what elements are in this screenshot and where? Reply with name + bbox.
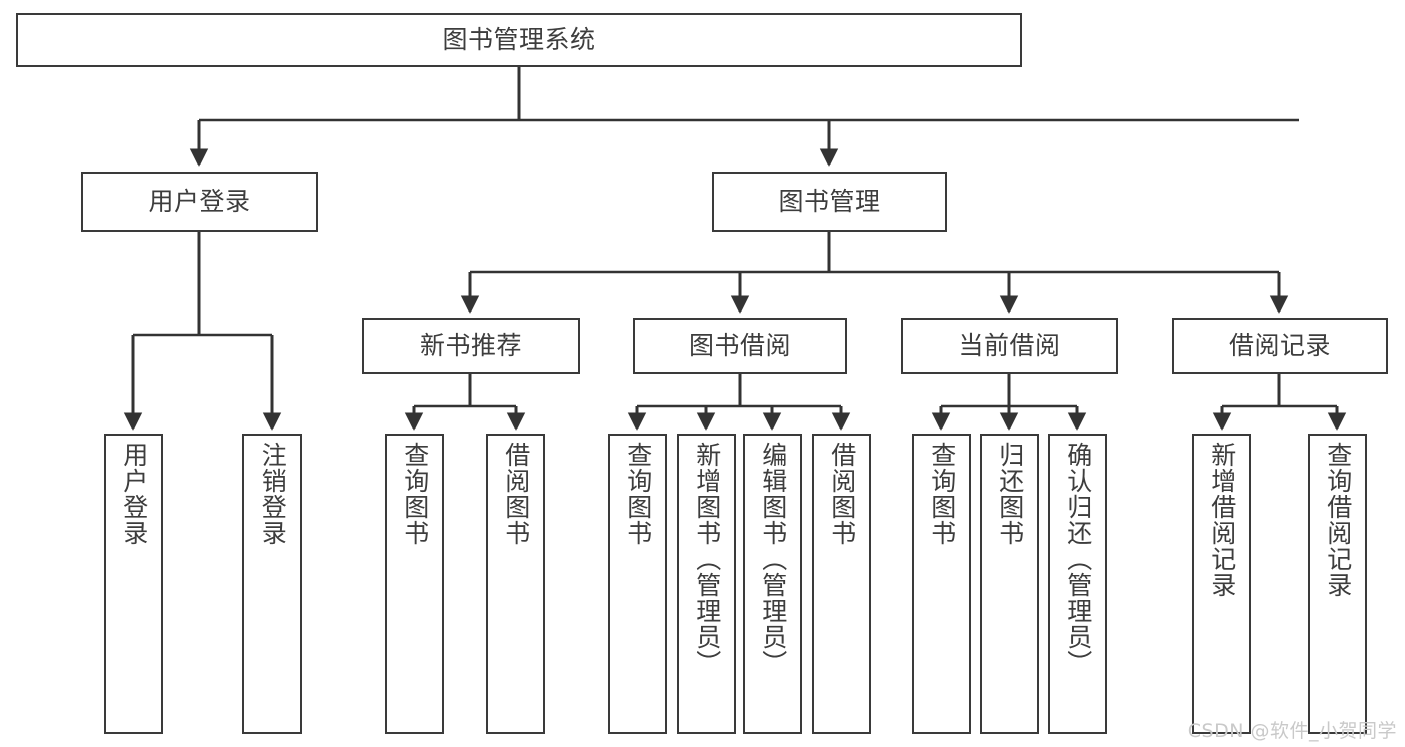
watermark: CSDN @软件_小贺同学 (1187, 720, 1397, 742)
node-leaf-query-book-3[interactable]: 查询图书 (912, 434, 971, 734)
node-leaf-add-record-label: 新增借阅记录 (1207, 442, 1237, 598)
node-leaf-query-book-1-label: 查询图书 (400, 442, 430, 546)
node-leaf-confirm-return[interactable]: 确认归还（管理员） (1048, 434, 1107, 734)
node-leaf-add-record[interactable]: 新增借阅记录 (1192, 434, 1251, 734)
node-leaf-query-book-3-label: 查询图书 (927, 442, 957, 546)
node-leaf-edit-book-label: 编辑图书（管理员） (758, 442, 788, 676)
node-leaf-query-record-label: 查询借阅记录 (1323, 442, 1353, 598)
node-new-book-rec-label: 新书推荐 (419, 331, 522, 360)
node-book-borrow-label: 图书借阅 (688, 331, 791, 360)
node-root-label: 图书管理系统 (442, 25, 596, 54)
node-leaf-logout[interactable]: 注销登录 (242, 434, 302, 734)
node-leaf-query-book-2-label: 查询图书 (623, 442, 653, 546)
node-current-borrow[interactable]: 当前借阅 (901, 318, 1118, 374)
node-book-manage-label: 图书管理 (778, 187, 881, 216)
node-leaf-add-book[interactable]: 新增图书（管理员） (677, 434, 736, 734)
node-leaf-return-book[interactable]: 归还图书 (980, 434, 1039, 734)
node-leaf-borrow-book-1-label: 借阅图书 (501, 442, 531, 546)
node-leaf-query-book-2[interactable]: 查询图书 (608, 434, 667, 734)
node-user-login-label: 用户登录 (148, 187, 251, 216)
node-leaf-logout-label: 注销登录 (258, 442, 288, 546)
node-root[interactable]: 图书管理系统 (16, 13, 1022, 67)
node-book-manage[interactable]: 图书管理 (712, 172, 947, 232)
node-leaf-borrow-book-2-label: 借阅图书 (827, 442, 857, 546)
node-leaf-user-login[interactable]: 用户登录 (104, 434, 163, 734)
node-current-borrow-label: 当前借阅 (958, 331, 1061, 360)
node-leaf-borrow-book-1[interactable]: 借阅图书 (486, 434, 545, 734)
node-leaf-return-book-label: 归还图书 (995, 442, 1025, 546)
node-user-login[interactable]: 用户登录 (81, 172, 318, 232)
node-book-borrow[interactable]: 图书借阅 (633, 318, 847, 374)
node-leaf-edit-book[interactable]: 编辑图书（管理员） (743, 434, 802, 734)
node-leaf-borrow-book-2[interactable]: 借阅图书 (812, 434, 871, 734)
node-borrow-record-label: 借阅记录 (1228, 331, 1331, 360)
node-leaf-user-login-label: 用户登录 (119, 442, 149, 546)
node-leaf-add-book-label: 新增图书（管理员） (692, 442, 722, 676)
node-new-book-rec[interactable]: 新书推荐 (362, 318, 580, 374)
node-leaf-query-record[interactable]: 查询借阅记录 (1308, 434, 1367, 734)
node-borrow-record[interactable]: 借阅记录 (1172, 318, 1388, 374)
node-leaf-confirm-return-label: 确认归还（管理员） (1063, 442, 1093, 676)
node-leaf-query-book-1[interactable]: 查询图书 (385, 434, 444, 734)
